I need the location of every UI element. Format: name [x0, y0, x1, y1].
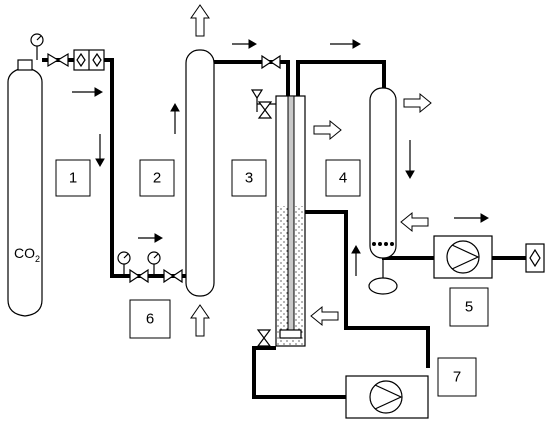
flow-arrows — [72, 39, 490, 276]
pipe-recycle-loop — [305, 210, 430, 368]
label-7: 7 — [437, 357, 477, 397]
arrow-down-icon — [95, 134, 105, 168]
arrow-right-icon — [138, 233, 164, 243]
co2-cylinder: CO2 — [7, 59, 43, 317]
svg-text:1: 1 — [69, 170, 77, 187]
reactor-vessel — [275, 95, 306, 347]
label-2: 2 — [139, 159, 175, 197]
pipe-network — [42, 58, 526, 399]
hollow-arrow-left-icon — [310, 305, 339, 327]
arrow-right-icon — [330, 39, 362, 49]
hollow-arrow-up-icon — [190, 4, 210, 37]
inner-tube — [287, 95, 295, 333]
arrow-up-icon — [351, 244, 361, 276]
heat-flow-arrows — [190, 4, 432, 337]
pipe-preheater-to-reactor — [214, 60, 290, 96]
top-valve-icon — [261, 54, 281, 70]
arrow-right-icon — [232, 39, 258, 49]
pressure-gauge-icon — [30, 33, 44, 60]
bottom-valve-set — [117, 251, 183, 284]
label-4: 4 — [325, 159, 361, 197]
svg-text:7: 7 — [453, 369, 461, 386]
hollow-arrow-left-icon — [400, 211, 429, 233]
separator-column — [368, 87, 398, 295]
hollow-arrow-up-icon — [190, 304, 210, 337]
heat-exchanger-icon — [73, 49, 105, 71]
hollow-arrow-right-icon — [403, 92, 432, 114]
hollow-arrow-right-icon — [313, 119, 342, 141]
svg-text:3: 3 — [245, 170, 253, 187]
arrow-right-icon — [454, 213, 490, 223]
svg-text:5: 5 — [465, 299, 473, 316]
arrow-down-icon — [405, 140, 415, 180]
pipe-reactor-to-separator — [296, 60, 386, 96]
label-6: 6 — [129, 299, 171, 339]
cylinder-label: CO2 — [14, 245, 40, 264]
svg-text:2: 2 — [153, 170, 161, 187]
pipe-pump7-to-reactor — [252, 346, 346, 399]
valve-icon — [47, 52, 69, 68]
arrow-up-icon — [170, 102, 180, 134]
arrow-right-icon — [72, 87, 104, 97]
svg-text:4: 4 — [339, 170, 347, 187]
label-5: 5 — [449, 287, 489, 327]
pump-5 — [433, 235, 493, 279]
inlet-valve-icon — [250, 89, 276, 119]
preheater-column — [185, 49, 215, 297]
pump-7 — [345, 375, 429, 419]
outlet-meter-icon — [525, 243, 545, 273]
label-1: 1 — [55, 159, 91, 197]
svg-text:6: 6 — [146, 311, 154, 328]
label-3: 3 — [231, 159, 267, 197]
reactor-bottom-valve-icon — [256, 329, 272, 347]
